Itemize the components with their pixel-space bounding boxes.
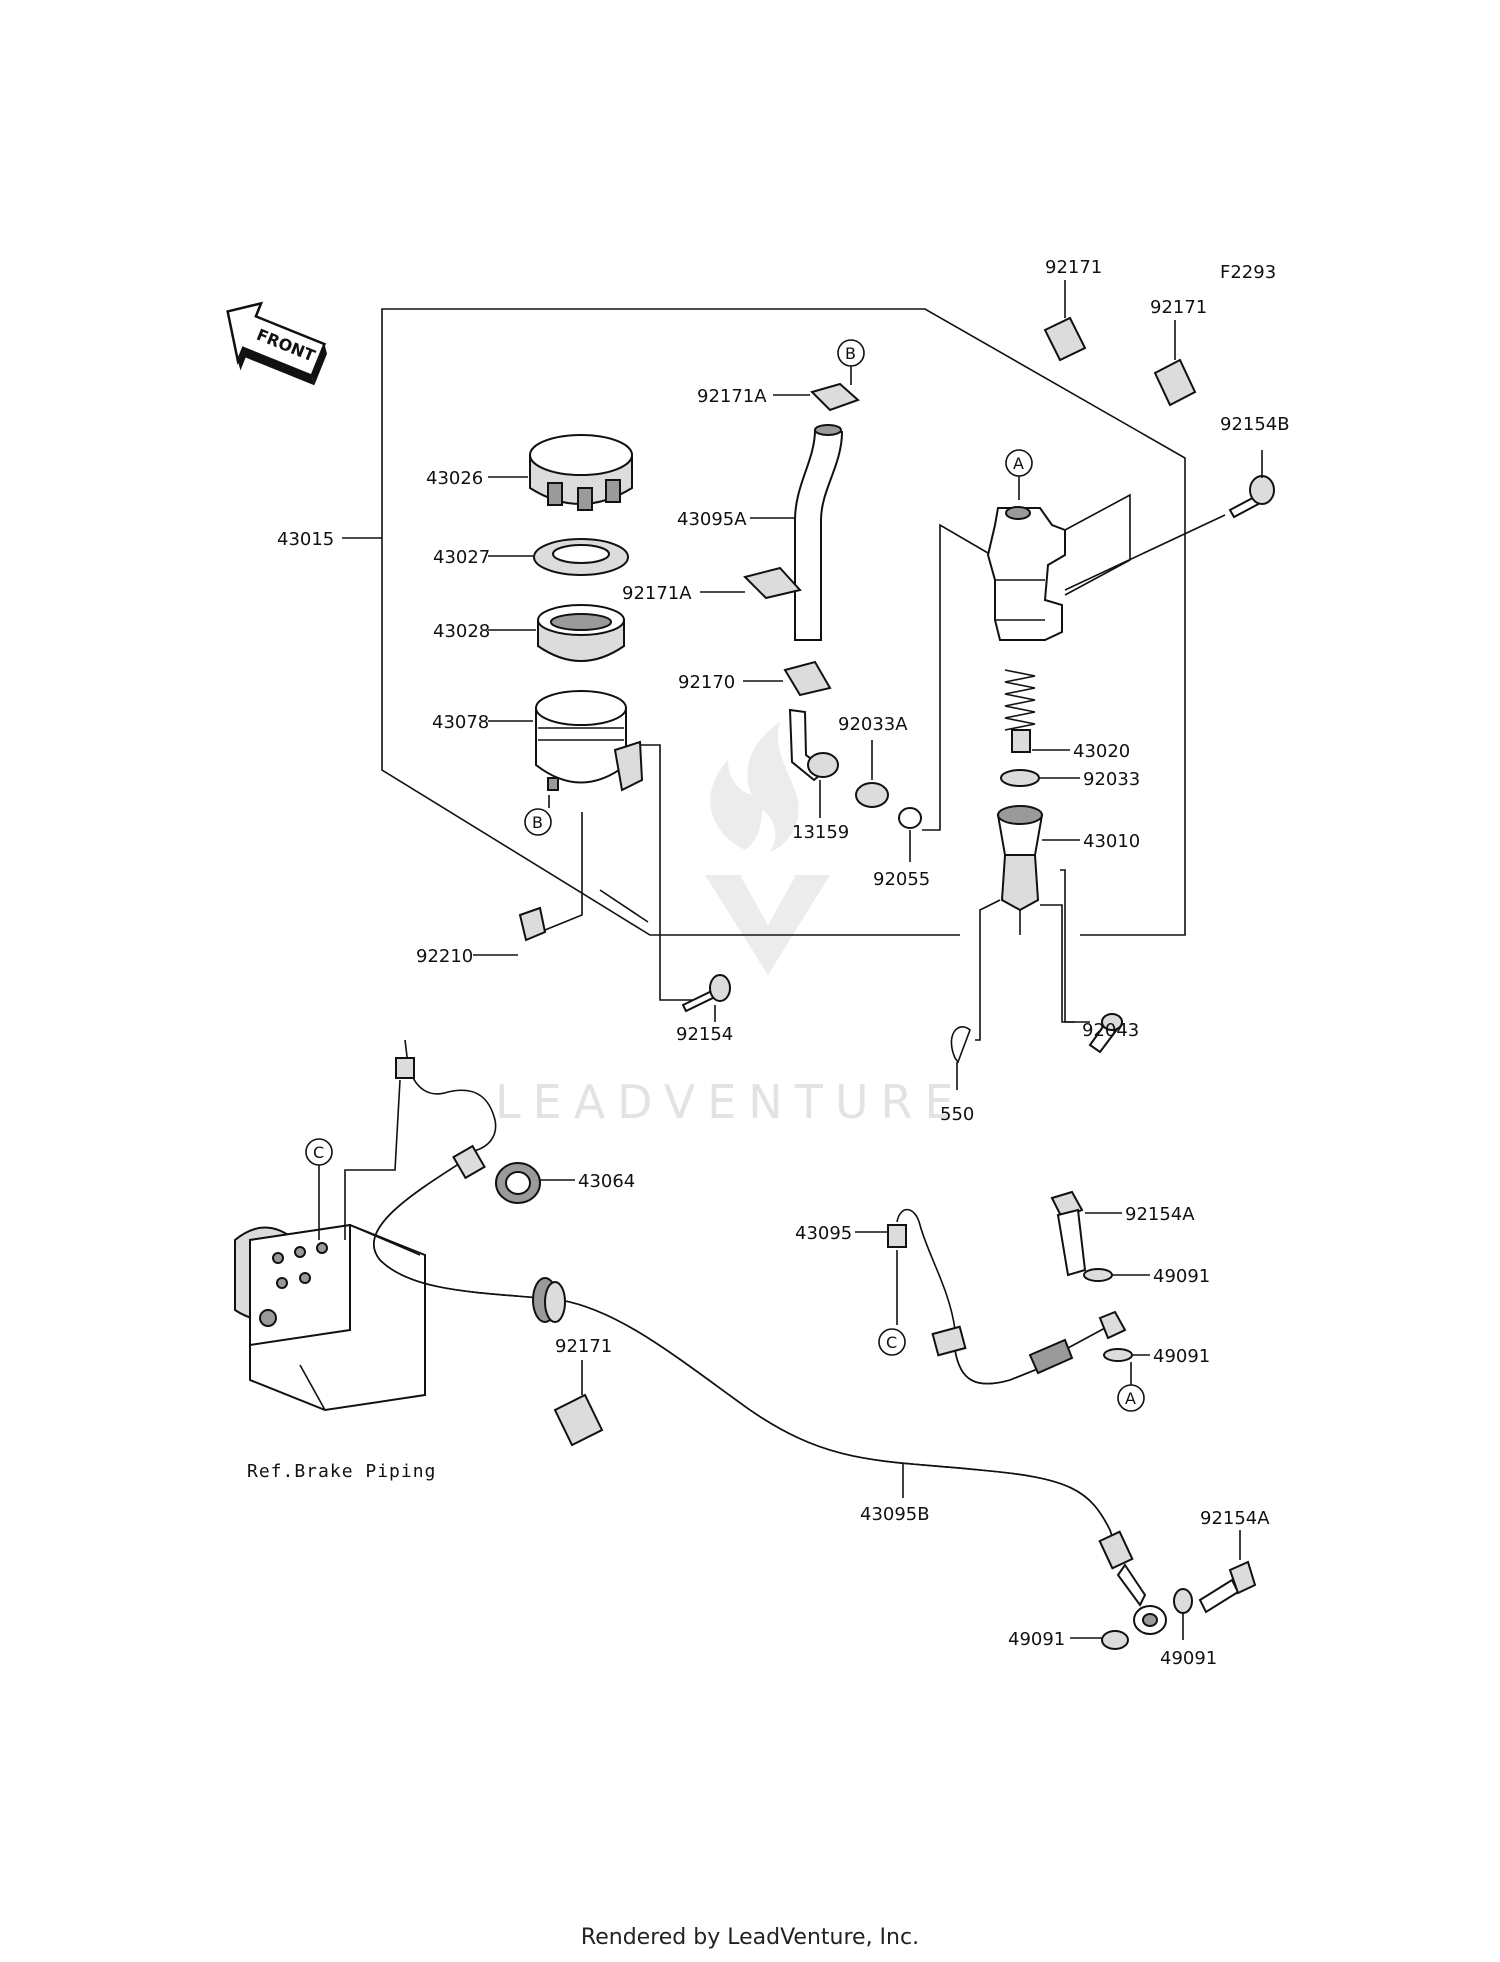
watermark-text: LEADVENTURE <box>495 1075 966 1129</box>
abs-unit <box>234 1223 426 1412</box>
reservoir-body <box>535 690 644 792</box>
clip-92171-top-a <box>1043 316 1087 362</box>
label-92171-top-b: 92171 <box>1150 297 1207 318</box>
callout-b-bottom-text: B <box>532 813 543 832</box>
clip-92170 <box>783 660 832 697</box>
label-49091-c: 49091 <box>1008 1629 1065 1650</box>
label-43095a: 43095A <box>677 509 747 530</box>
diagram-code: F2293 <box>1220 262 1276 283</box>
callout-c-left-text: C <box>313 1143 324 1162</box>
hose-43095b <box>373 1159 1116 1546</box>
callout-b-top-text: B <box>845 344 856 363</box>
label-43095b: 43095B <box>860 1504 930 1525</box>
label-13159: 13159 <box>792 822 849 843</box>
label-92154a-top: 92154A <box>1125 1204 1195 1225</box>
washer-49091-d <box>1173 1588 1193 1614</box>
label-43020: 43020 <box>1073 741 1130 762</box>
bolt-92154b <box>1228 475 1275 519</box>
label-92154b: 92154B <box>1220 414 1290 435</box>
fitting-13159 <box>788 708 839 782</box>
ref-brake-piping-note: Ref.Brake Piping <box>247 1461 436 1482</box>
label-92171-mid: 92171 <box>555 1336 612 1357</box>
label-43028: 43028 <box>433 621 490 642</box>
diaphragm <box>537 604 625 662</box>
label-43095: 43095 <box>795 1223 852 1244</box>
clip-92171a-top <box>810 382 860 412</box>
washer-49091-a <box>1083 1268 1113 1282</box>
label-92043: 92043 <box>1082 1020 1139 1041</box>
watermark: LEADVENTURE <box>495 722 966 1129</box>
washer-49091-c <box>1101 1630 1129 1650</box>
label-49091-b: 49091 <box>1153 1346 1210 1367</box>
hose-43095a <box>794 428 844 641</box>
label-43015: 43015 <box>277 529 334 550</box>
label-92171a-top: 92171A <box>697 386 767 407</box>
label-43078: 43078 <box>432 712 489 733</box>
clip-92171a-bottom <box>743 566 802 600</box>
bolt-92154a-top <box>1050 1190 1087 1277</box>
footer-credit: Rendered by LeadVenture, Inc. <box>580 1925 920 1950</box>
label-92170: 92170 <box>678 672 735 693</box>
spring-pushrod-43020 <box>1004 669 1036 753</box>
pipe-nut-upper <box>395 1057 415 1079</box>
label-92171-top-a: 92171 <box>1045 257 1102 278</box>
callout-a-bottom <box>1117 1384 1145 1412</box>
pipe-nut-43095 <box>887 1224 907 1248</box>
watermark-flame-icon <box>710 722 799 852</box>
hose-fitting-upper <box>452 1144 486 1180</box>
clip-92210 <box>518 906 547 942</box>
circlip-92033 <box>1000 769 1040 787</box>
callout-c-right <box>878 1328 906 1356</box>
callout-a-top-text: A <box>1013 454 1024 473</box>
callout-b-bottom <box>524 808 552 836</box>
master-cylinder-body <box>986 506 1066 641</box>
label-43010: 43010 <box>1083 831 1140 852</box>
label-92154: 92154 <box>676 1024 733 1045</box>
bolt-92154 <box>681 974 731 1013</box>
clip-92171-top-b <box>1153 358 1197 407</box>
reservoir-cap <box>529 434 633 511</box>
brake-pipe-43095 <box>896 1208 961 1346</box>
grommet-43064 <box>495 1162 541 1204</box>
brake-pipe-upper <box>404 1039 497 1153</box>
washer-49091-b <box>1103 1348 1133 1362</box>
piston-43010 <box>996 805 1044 912</box>
label-92033: 92033 <box>1083 769 1140 790</box>
brake-hose-right <box>931 1310 1127 1385</box>
label-92210: 92210 <box>416 946 473 967</box>
label-92033a: 92033A <box>838 714 908 735</box>
cotter-pin-550 <box>950 1026 971 1064</box>
hose-grommet <box>532 1277 566 1323</box>
hose-43095b-outline <box>373 1159 1116 1546</box>
bolt-92154a-bottom <box>1198 1560 1257 1614</box>
label-43027: 43027 <box>433 547 490 568</box>
label-92171a-bottom: 92171A <box>622 583 692 604</box>
label-43064: 43064 <box>578 1171 635 1192</box>
label-550: 550 <box>940 1104 974 1125</box>
label-92055: 92055 <box>873 869 930 890</box>
label-49091-a: 49091 <box>1153 1266 1210 1287</box>
clip-92171-mid <box>553 1393 604 1447</box>
pin-92043 <box>1088 1013 1123 1054</box>
label-92154a-bottom: 92154A <box>1200 1508 1270 1529</box>
diaphragm-plate <box>533 538 629 576</box>
callout-a-bottom-text: A <box>1125 1389 1136 1408</box>
callout-c-right-text: C <box>886 1333 897 1352</box>
label-43026: 43026 <box>426 468 483 489</box>
watermark-v-icon <box>705 875 830 975</box>
label-49091-d: 49091 <box>1160 1648 1217 1669</box>
assembly-frame <box>381 308 1186 936</box>
circlip-92033a <box>855 782 889 808</box>
oring-92055 <box>898 807 922 829</box>
front-arrow-icon: FRONT <box>226 301 328 386</box>
hose-end-fitting <box>1098 1530 1167 1635</box>
